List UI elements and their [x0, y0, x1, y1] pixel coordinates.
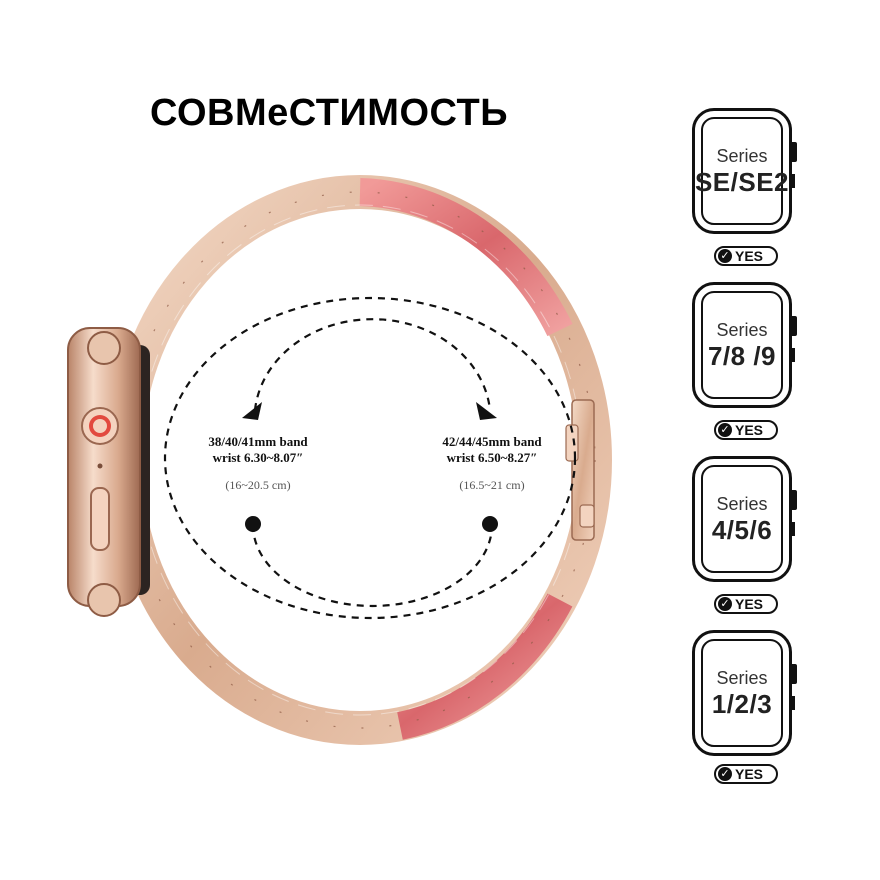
compat-456: Series 4/5/6 ✓ YES: [692, 456, 810, 614]
clasp-icon: [565, 399, 595, 541]
yes-badge: ✓ YES: [714, 594, 778, 614]
arrow-icon: [476, 402, 497, 420]
band-pink-bottom: [396, 593, 573, 740]
wrist-range-inches: wrist 6.30~8.07″: [212, 450, 304, 465]
yes-label: YES: [735, 248, 764, 264]
series-models: SE/SE2: [694, 167, 790, 197]
watch-crown-icon: [792, 316, 797, 336]
series-label: Series: [716, 494, 768, 514]
band-pink-top: [359, 178, 573, 337]
compat-se: Series SE/SE2 ✓ YES: [692, 108, 810, 266]
large-band-size: 42/44/45mm band wrist 6.50~8.27″ (16.5~2…: [422, 434, 562, 493]
compat-123: Series 1/2/3 ✓ YES: [692, 630, 810, 784]
check-icon: ✓: [718, 597, 732, 611]
yes-badge: ✓ YES: [714, 246, 778, 266]
series-label: Series: [716, 320, 768, 340]
band-size-label: 42/44/45mm band: [442, 434, 542, 449]
watch-case: [67, 327, 150, 617]
compat-789: Series 7/8 /9 ✓ YES: [692, 282, 810, 440]
series-models: 4/5/6: [711, 515, 773, 545]
outer-dashed-ring: [163, 296, 577, 620]
inner-dashed-arc-bottom: [251, 524, 494, 608]
small-band-size: 38/40/41mm band wrist 6.30~8.07″ (16~20.…: [188, 434, 328, 493]
watch-outline-icon: Series 1/2/3: [692, 630, 800, 756]
watch-crown-icon: [792, 490, 797, 510]
series-label: Series: [716, 146, 768, 166]
check-icon: ✓: [718, 767, 732, 781]
yes-label: YES: [735, 422, 764, 438]
series-models: 7/8 /9: [707, 341, 777, 371]
wrist-range-inches: wrist 6.50~8.27″: [446, 450, 538, 465]
yes-label: YES: [735, 766, 764, 782]
compatibility-title: СОВМеСТИМОСТЬ: [150, 92, 509, 134]
end-dot: [482, 516, 498, 532]
arrow-icon: [242, 402, 262, 420]
watch-crown-icon: [792, 664, 797, 684]
watch-crown-icon: [81, 407, 119, 445]
watch-outline-icon: Series 7/8 /9: [692, 282, 800, 408]
inner-dashed-arc: [253, 318, 492, 411]
series-models: 1/2/3: [711, 689, 773, 719]
wrist-range-cm: (16.5~21 cm): [459, 478, 525, 492]
end-dot: [245, 516, 261, 532]
watch-outline-icon: Series 4/5/6: [692, 456, 800, 582]
watch-crown-icon: [792, 142, 797, 162]
yes-label: YES: [735, 596, 764, 612]
band-size-label: 38/40/41mm band: [208, 434, 308, 449]
wrist-range-cm: (16~20.5 cm): [225, 478, 291, 492]
yes-badge: ✓ YES: [714, 764, 778, 784]
check-icon: ✓: [718, 249, 732, 263]
yes-badge: ✓ YES: [714, 420, 778, 440]
watch-outline-icon: Series SE/SE2: [692, 108, 800, 234]
check-icon: ✓: [718, 423, 732, 437]
series-label: Series: [716, 668, 768, 688]
